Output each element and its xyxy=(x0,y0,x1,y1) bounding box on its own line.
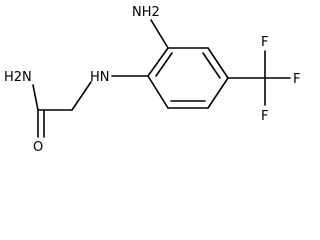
atom-label-f-bottom: F xyxy=(261,109,268,124)
bond-ring-c1-c2 xyxy=(147,47,169,77)
molecule-structure: NH2 HN H2N O F F F xyxy=(4,5,300,154)
bond-ring-inner-double-1 xyxy=(155,52,173,77)
bonds xyxy=(32,19,291,138)
atom-label-nh2: NH2 xyxy=(132,5,160,20)
atom-label-f-right: F xyxy=(293,72,300,87)
atom-labels: NH2 HN H2N O F F F xyxy=(4,5,300,154)
atom-label-f-top: F xyxy=(261,35,268,50)
bond-ring-c3-c4 xyxy=(207,47,229,79)
bond-ring-inner-double-2 xyxy=(202,52,221,79)
bond-carbonyl-nh2 xyxy=(32,84,39,111)
bond-ring-c6-c1 xyxy=(147,75,169,109)
bond-ring-c4-c5 xyxy=(207,77,229,109)
bond-c2-nh2 xyxy=(150,19,169,49)
bond-nh-ch2 xyxy=(71,81,92,111)
atom-label-nh-linker: HN xyxy=(90,70,110,85)
atom-label-amide-nh2: H2N xyxy=(4,70,32,85)
atom-label-carbonyl-o: O xyxy=(33,140,43,154)
